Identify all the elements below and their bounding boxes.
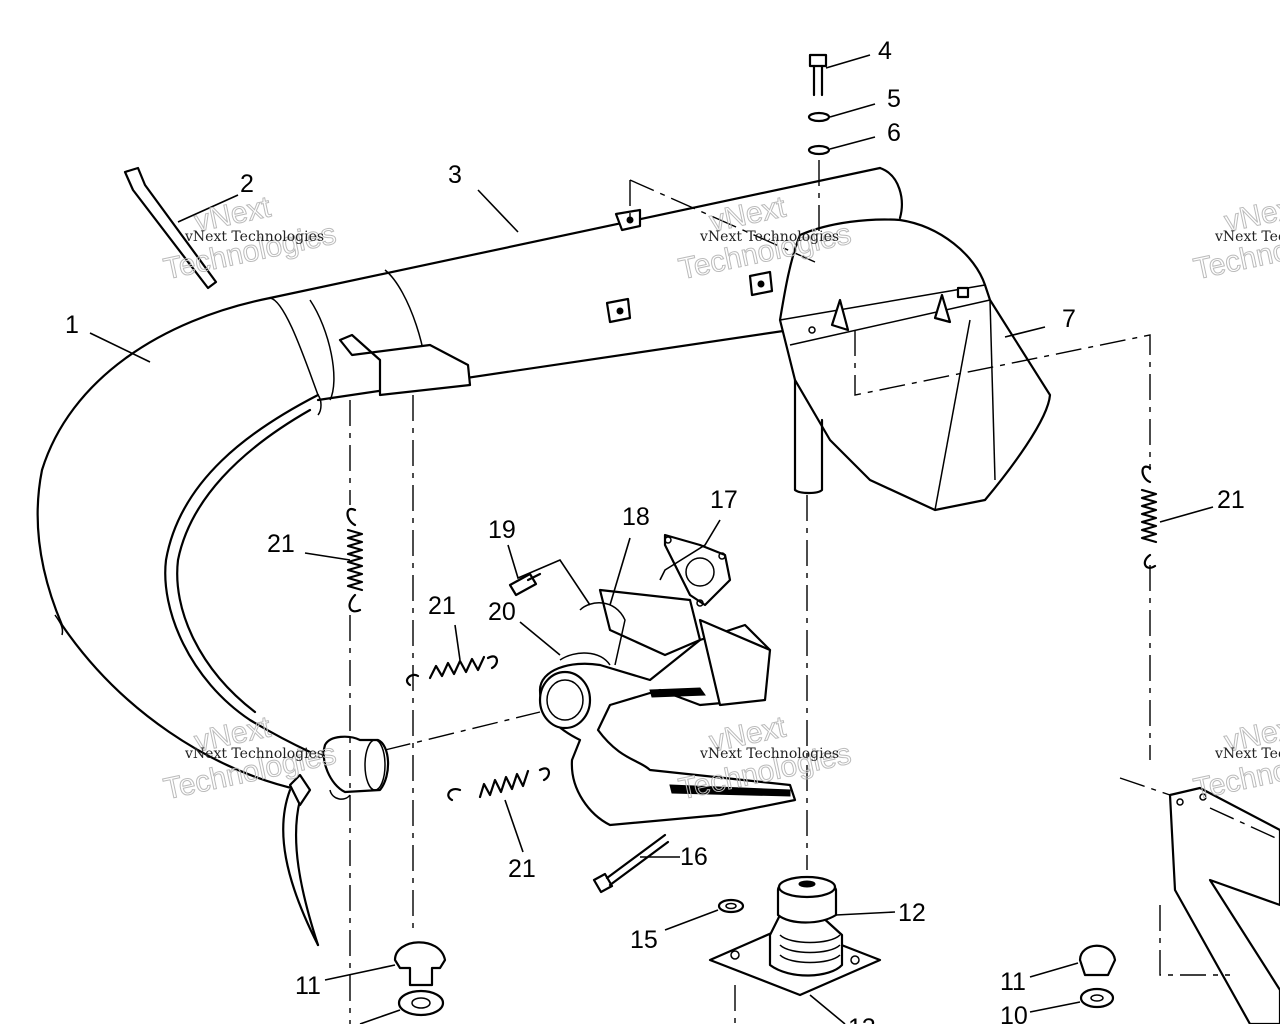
muffler-body	[268, 166, 903, 402]
small-bolt	[508, 572, 542, 597]
leader-lines	[89, 54, 1214, 1024]
heat-shield	[778, 218, 1052, 512]
callout-2: 2	[240, 170, 254, 198]
callout-12: 12	[898, 899, 926, 927]
callout-21-center: 21	[428, 592, 456, 620]
watermark-line: vNext Technologies	[184, 746, 324, 762]
watermark-line: vNext Technologies	[1214, 746, 1280, 762]
callout-11-right: 11	[1000, 968, 1026, 996]
grommet-left	[393, 941, 447, 1017]
callout-labels: 1 2 3 4 5 6 7 10 11 11 12 13 15 16 17 18…	[65, 37, 1245, 1024]
spring-right-vertical	[1140, 465, 1158, 569]
spring-lower	[447, 767, 550, 802]
callout-1: 1	[65, 311, 79, 339]
callout-17: 17	[710, 486, 738, 514]
callout-16: 16	[680, 843, 708, 871]
top-bolt-and-washers	[807, 53, 831, 156]
callout-21-lower: 21	[508, 855, 536, 883]
callout-6: 6	[887, 119, 901, 147]
watermark-line: vNext Technologies	[699, 746, 839, 762]
callout-3: 3	[448, 161, 462, 189]
callout-20: 20	[488, 598, 516, 626]
grommet-right	[1078, 944, 1117, 1009]
watermark-line: vNext Technologies	[1214, 229, 1280, 245]
callout-21-right: 21	[1217, 486, 1245, 514]
callout-5: 5	[887, 85, 901, 113]
callout-11-left: 11	[295, 972, 321, 1000]
callout-13: 13	[848, 1014, 876, 1024]
long-bolt	[592, 833, 670, 894]
gasket	[663, 533, 732, 607]
callout-15: 15	[630, 926, 658, 954]
spring-center-diagonal	[405, 655, 498, 687]
callout-21-left: 21	[267, 530, 295, 558]
callout-4: 4	[878, 37, 892, 65]
exhaust-pipe	[36, 296, 322, 947]
pipe-coupler	[288, 735, 390, 807]
strap	[123, 166, 218, 290]
support-bracket	[1168, 786, 1280, 1024]
watermark-line: vNext Technologies	[184, 229, 324, 245]
callout-7: 7	[1062, 305, 1076, 333]
callout-18: 18	[622, 503, 650, 531]
exhaust-manifold	[538, 588, 797, 827]
centerlines	[349, 160, 1280, 1024]
rubber-mount	[708, 875, 882, 997]
spring-left-vertical	[346, 507, 364, 613]
springs	[346, 465, 1158, 802]
washer-15	[717, 898, 745, 914]
callout-10: 10	[1000, 1002, 1028, 1024]
watermark-line: vNext Technologies	[699, 229, 839, 245]
callout-19: 19	[488, 516, 516, 544]
